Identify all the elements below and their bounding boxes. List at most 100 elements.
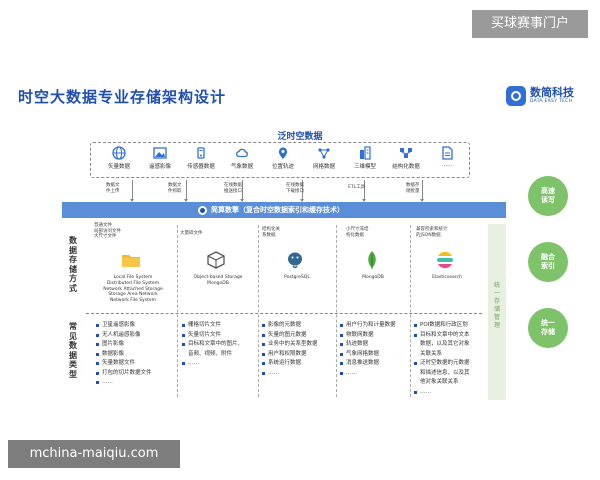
mongodb-leaf-icon [368, 251, 376, 269]
column-divider [258, 225, 259, 397]
source-sensor: 传感器数据 [181, 146, 221, 170]
arrow-line [186, 180, 187, 201]
data-types-list-postgresql: 影像的元数据 矢量的图元数据 业务中的关系型数据 用户和权限数据 系统运行数据 … [262, 321, 318, 378]
arrow-label: 在线数据 [224, 183, 242, 188]
list-item: 他对象关联关系 [420, 379, 459, 385]
arrow-label: 下载接口 [286, 188, 304, 194]
column-divider [410, 225, 411, 397]
postgresql-icon [288, 252, 302, 269]
list-item: 业务中的关系型数据 [262, 340, 318, 350]
data-types-list-mongodb: 用户行为和计量数据 物联网数据 轨迹数据 气象网格数据 消息推送数据 …… [340, 321, 396, 378]
brand: 数简科技 DATA EASY TECH [506, 84, 592, 112]
network-icon [318, 148, 330, 159]
source-label: 传感器数据 [187, 164, 215, 170]
source-trajectory: 位置轨迹 [263, 146, 303, 170]
list-item: 系统运行数据 [262, 359, 318, 369]
engine-logo-icon [198, 205, 207, 215]
list-item: 数据，以及其它对象 [420, 341, 470, 347]
list-item: 矢量数据文件 [96, 359, 152, 369]
sources-box: 矢量数据 遥感影像 传感器数据 气象数据 位置轨迹 网格数据 三维模型 结构化数… [90, 142, 470, 178]
data-types-list-file: 卫星遥感影像 无人机遥感影像 图片影像 数据影像 矢量数据文件 打包的切片数据文… [96, 321, 152, 388]
list-item: 物联网数据 [340, 331, 396, 341]
column-note: 小尺寸非结构化数据 [346, 227, 369, 238]
arrow-label: 数据存 [406, 183, 420, 188]
list-item: 关联关系 [420, 350, 443, 357]
storage-methods-label: 数据存储方式 [69, 236, 77, 293]
arrow-label: 在线数据 [286, 183, 304, 188]
source-label: 气象数据 [230, 164, 253, 170]
list-item: 影像的元数据 [262, 321, 318, 331]
list-item: 图片影像 [96, 340, 152, 350]
list-item: 用户和权限数据 [262, 350, 318, 360]
arrow-label: 储批量 [406, 188, 420, 194]
arrow-label: 件上传 [106, 188, 120, 194]
unified-storage-text: 统一存储管理 [493, 282, 500, 329]
brand-name: 数简科技 [530, 86, 574, 99]
building-icon [360, 146, 371, 160]
list-item: …… [182, 359, 243, 369]
arrow-label: ETL工具 [348, 185, 366, 190]
column-divider [177, 225, 178, 397]
column-storage-methods: MongoDB [362, 275, 384, 280]
source-weather: 气象数据 [222, 146, 262, 170]
source-label: 位置轨迹 [271, 164, 294, 170]
list-item: 卫星遥感影像 [96, 321, 152, 331]
engine-band: 简算数擎（复合时空数据索引和缓存技术） [62, 202, 506, 218]
source-label: 矢量数据 [107, 164, 130, 170]
arrow-head [240, 199, 244, 202]
list-item: 用户行为和计量数据 [340, 321, 396, 331]
cloud-icon [236, 148, 248, 158]
list-item: 目标和文章中的文本 [414, 331, 470, 341]
list-item: 矢量切片文件 [182, 331, 243, 341]
data-types-label: 常见数据类型 [69, 322, 77, 379]
column-note: 普通文件局部访问文件大尺寸文件 [94, 223, 121, 239]
source-label: 网格数据 [312, 164, 335, 170]
arrow-line [302, 180, 303, 201]
list-item: …… [96, 378, 152, 388]
source-grid: 网格数据 [304, 146, 344, 170]
column-note: 兼容检索和统计的JSON数据 [416, 227, 448, 238]
source-label: 三维模型 [353, 164, 376, 170]
arrow-head [300, 199, 304, 202]
column-storage-methods: Object-based Storage MongoDB [193, 275, 243, 286]
folder-icon [122, 255, 140, 267]
list-item: 数据影像 [96, 350, 152, 360]
feature-fused-index: 融合索引 [528, 242, 568, 282]
list-item: …… [414, 388, 470, 398]
list-item: 打包的切片数据文件 [96, 369, 152, 379]
column-storage-methods: PostgreSQL [284, 275, 310, 280]
section-divider [86, 313, 482, 314]
list-item: …… [340, 369, 396, 379]
arrow-head [184, 199, 188, 202]
source-vector: 矢量数据 [99, 146, 139, 170]
list-item: POI数据和行政区划 [414, 321, 470, 331]
elasticsearch-icon [437, 251, 453, 269]
globe-icon [112, 146, 126, 160]
sensor-icon [197, 147, 205, 159]
cube-icon [207, 251, 225, 269]
source-label: …… [441, 162, 453, 168]
unified-storage-panel [488, 224, 506, 400]
arrow-label: 数据文 [106, 183, 120, 188]
brand-logo-icon [506, 86, 526, 106]
source-label: 遥感影像 [148, 164, 171, 170]
engine-band-text: 简算数擎（复合时空数据索引和缓存技术） [211, 206, 344, 214]
list-item: 轨迹数据 [340, 340, 396, 350]
sources-title: 泛时空数据 [277, 132, 323, 142]
main-title: 时空大数据专业存储架构设计 [18, 88, 227, 106]
structure-icon [400, 148, 412, 158]
feature-high-speed-rw: 高速读写 [528, 176, 568, 216]
column-storage-methods: Elasticsearch [432, 275, 462, 280]
watermark-bottom: mchina-maiqiu.com [8, 440, 180, 468]
arrow-head [420, 199, 424, 202]
brand-subtitle: DATA EASY TECH [530, 99, 573, 104]
list-item: …… [262, 369, 318, 379]
arrow-label: 数据文 [168, 183, 182, 188]
source-label: 结构化数据 [392, 164, 420, 170]
list-item: 无人机遥感影像 [96, 331, 152, 341]
data-types-list-elasticsearch: POI数据和行政区划 目标和文章中的文本 数据，以及其它对象 关联关系 泛时空数… [414, 321, 470, 397]
list-item: 消息推送数据 [340, 359, 396, 369]
list-item: 和描述信息，以及其 [420, 369, 470, 376]
data-types-list-object: 栅格切片文件 矢量切片文件 目标和文章中的图片、 音频、视频、附件 …… [182, 321, 243, 369]
arrow-line [364, 180, 365, 201]
